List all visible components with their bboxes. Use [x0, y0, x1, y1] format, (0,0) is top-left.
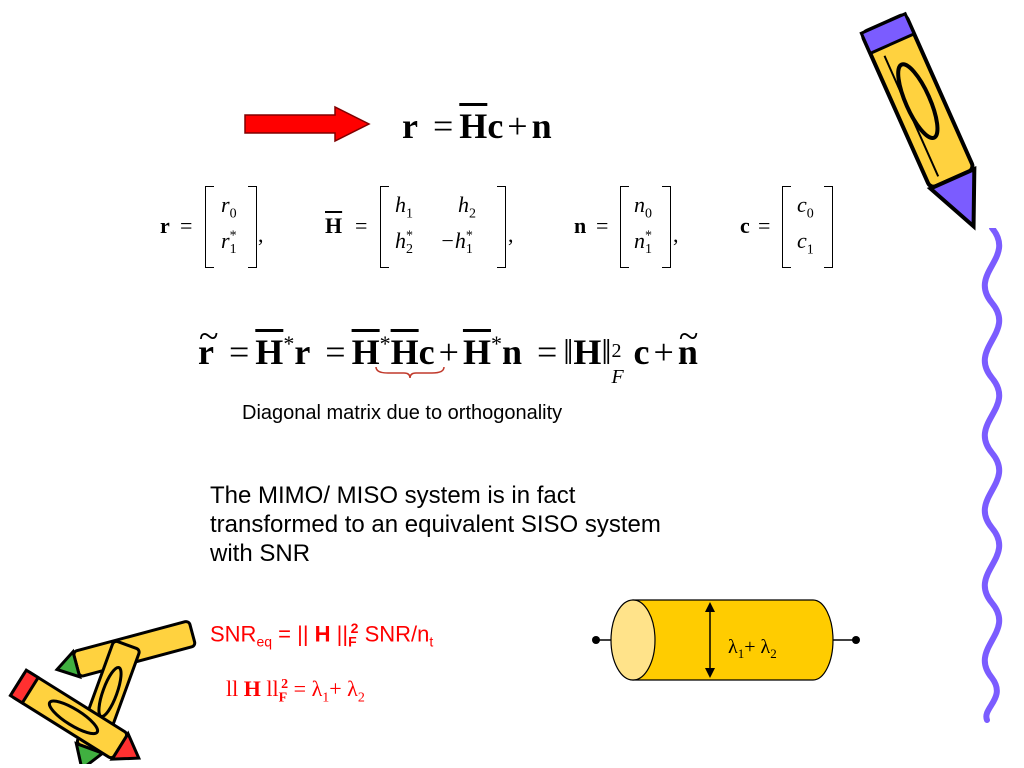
pencil-icon — [8, 620, 197, 764]
definitions-row: r = r0 r*1 , H = h1 h2 h*2 −h*1 , n = n0… — [0, 180, 1024, 270]
equation-main: r =Hc+n — [402, 106, 552, 146]
right-arrow-icon — [244, 105, 371, 143]
cylinder-icon — [592, 599, 860, 681]
cylinder-label: λ1+ λ2 — [728, 636, 777, 661]
underbrace-icon — [375, 366, 445, 379]
pencil-icon — [859, 11, 977, 231]
caption-text: Diagonal matrix due to orthogonality — [242, 402, 563, 424]
snr-formula: SNReq = || H ||F2 SNR/nt — [210, 620, 434, 650]
paragraph-text: The MIMO/ MISO system is in fact transfo… — [210, 482, 661, 567]
squiggle-line-icon — [981, 228, 1003, 723]
lambda-formula: ll H llF2 = λ1+ λ2 — [226, 676, 365, 706]
